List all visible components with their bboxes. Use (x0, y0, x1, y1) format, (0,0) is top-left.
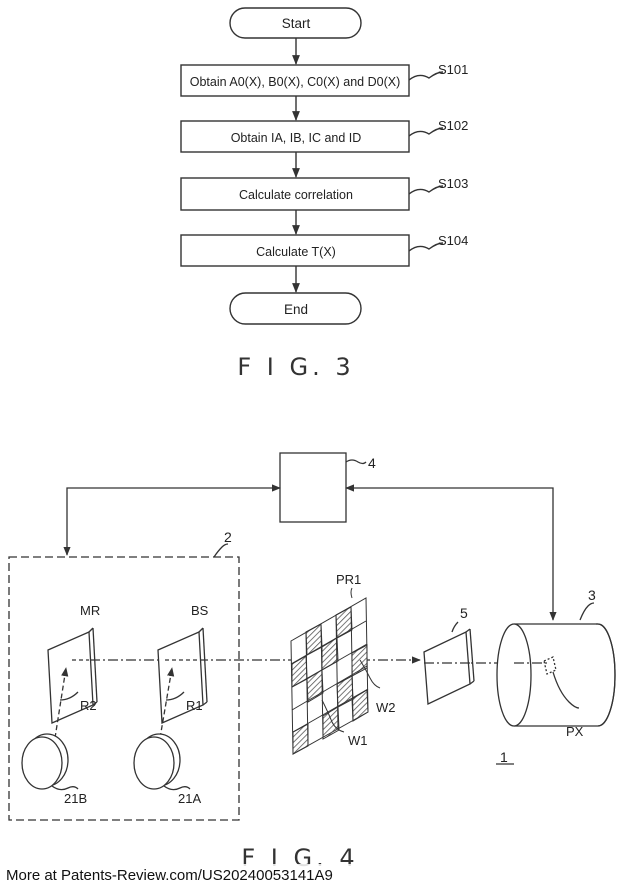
light-unit-ref: 2 (224, 529, 232, 545)
leader-w1 (321, 699, 345, 733)
step-s104-label: Calculate T(X) (256, 245, 336, 259)
leader-r1 (165, 691, 185, 701)
detector-cylinder-front (496, 623, 532, 727)
leader-s104 (408, 242, 444, 252)
pixel-px (543, 656, 557, 675)
splitter-label: BS (191, 603, 209, 618)
mirror-label: MR (80, 603, 100, 618)
window-w2-label: W2 (376, 700, 396, 715)
mirror-mr-side (92, 627, 98, 703)
ray-r1 (159, 667, 175, 739)
leader-21b (51, 785, 79, 791)
lens-ref: 5 (460, 605, 468, 621)
leader-w2 (359, 659, 381, 689)
light-source-21a (133, 736, 175, 790)
pattern-pr1 (290, 587, 381, 755)
detector-ref: 3 (588, 587, 596, 603)
pixel-label: PX (566, 724, 584, 739)
step-s102-box (180, 120, 410, 153)
mirror-mr-bottom (92, 701, 98, 706)
light-unit-frame (8, 556, 240, 821)
lens-5 (423, 631, 471, 705)
beam-splitter-bottom (202, 701, 208, 706)
leader-r2 (59, 691, 79, 701)
pattern-label: PR1 (336, 572, 361, 587)
optical-system (8, 452, 557, 821)
leader-px (552, 671, 580, 709)
system-ref: 1 (500, 749, 508, 765)
step-s101-label: Obtain A0(X), B0(X), C0(X) and D0(X) (190, 75, 401, 89)
leader-s101 (408, 71, 444, 81)
leader-controller (345, 459, 367, 465)
beam-splitter-edge (198, 627, 204, 633)
flowchart (180, 7, 444, 325)
source-21b-label: 21B (64, 791, 87, 806)
leader-lens (451, 621, 459, 633)
leader-21a (163, 785, 191, 791)
step-s102-label: Obtain IA, IB, IC and ID (231, 131, 362, 145)
step-s101-box (180, 64, 410, 97)
ray-r2-label: R2 (80, 698, 97, 713)
source-footer: More at Patents-Review.com/US20240053141… (0, 864, 620, 888)
mirror-mr-edge (88, 627, 94, 633)
ray-r2 (54, 667, 69, 739)
leader-detector (579, 602, 595, 621)
control-line-to-light-unit (63, 484, 281, 556)
ref-s102: S102 (438, 118, 468, 133)
ray-r1-label: R1 (186, 698, 203, 713)
leader-light-unit (213, 543, 229, 558)
detector-cylinder-back (596, 623, 616, 727)
controller-ref: 4 (368, 455, 376, 471)
step-s103-label: Calculate correlation (239, 188, 353, 202)
leader-s103 (408, 185, 444, 195)
end-label: End (284, 302, 308, 317)
ref-s101: S101 (438, 62, 468, 77)
control-line-to-detector (345, 484, 557, 621)
start-label: Start (282, 16, 311, 31)
light-source-21b (21, 736, 63, 790)
leader-pr1 (350, 587, 353, 599)
window-w1-label: W1 (348, 733, 368, 748)
detector-assembly (423, 602, 616, 765)
flowchart-labels: Start Obtain A0(X), B0(X), C0(X) and D0(… (190, 16, 469, 381)
start-terminator (229, 7, 362, 39)
ref-s103: S103 (438, 176, 468, 191)
figure-3-caption: F I G. 3 (237, 353, 354, 381)
leader-s102 (408, 127, 444, 137)
beam-splitter-side (202, 627, 208, 703)
source-21a-label: 21A (178, 791, 201, 806)
end-terminator (229, 292, 362, 325)
controller-box (279, 452, 347, 523)
ref-s104: S104 (438, 233, 468, 248)
